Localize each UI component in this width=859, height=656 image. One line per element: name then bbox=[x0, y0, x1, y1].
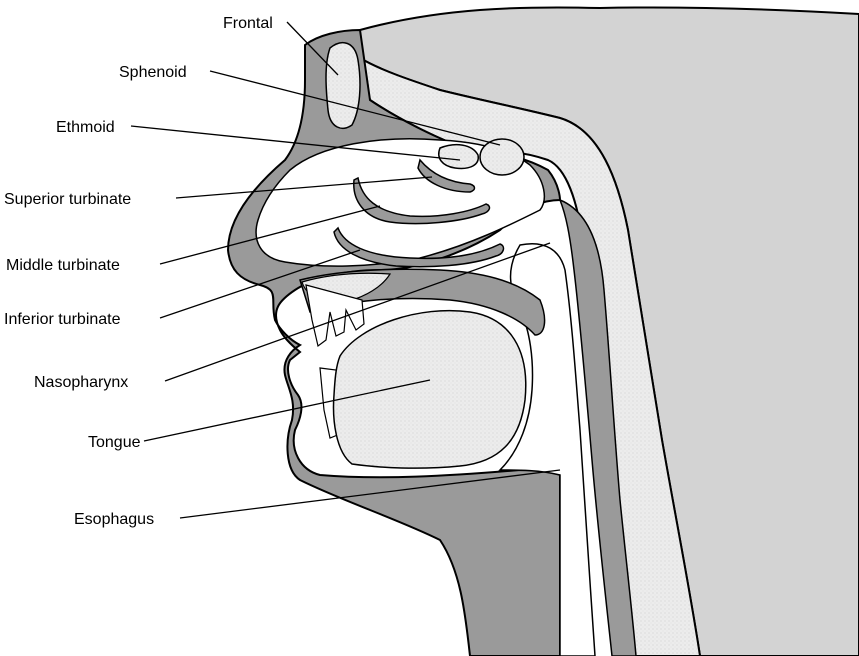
label-middle-turbinate: Middle turbinate bbox=[6, 257, 120, 274]
label-sphenoid: Sphenoid bbox=[119, 64, 187, 81]
frontal-sinus bbox=[326, 43, 360, 129]
sphenoid-sinus bbox=[480, 139, 524, 175]
ethmoid-sinus bbox=[439, 145, 478, 169]
label-frontal: Frontal bbox=[223, 15, 273, 32]
label-inferior-turbinate: Inferior turbinate bbox=[4, 311, 121, 328]
label-esophagus: Esophagus bbox=[74, 511, 154, 528]
label-tongue: Tongue bbox=[88, 434, 141, 451]
tongue-shape bbox=[334, 311, 526, 469]
label-superior-turbinate: Superior turbinate bbox=[4, 191, 131, 208]
label-ethmoid: Ethmoid bbox=[56, 119, 115, 136]
label-nasopharynx: Nasopharynx bbox=[34, 374, 128, 391]
